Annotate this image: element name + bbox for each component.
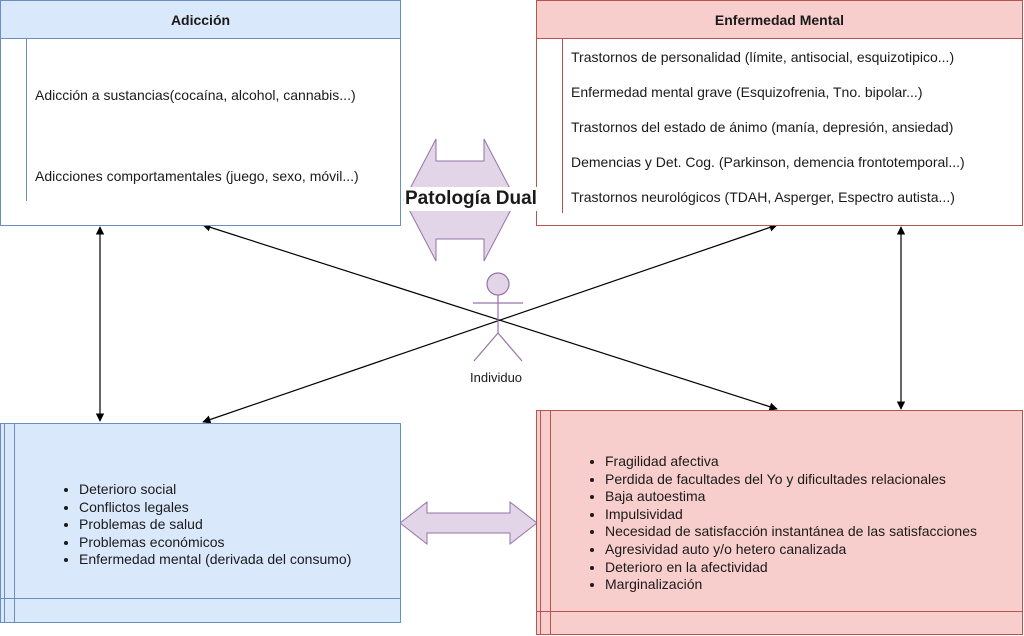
- traits-box: Fragilidad afectiva Perdida de facultade…: [536, 410, 1023, 635]
- addiction-box: Adicción Adicción a sustancias(cocaína, …: [0, 0, 401, 226]
- list-item: Fragilidad afectiva: [605, 453, 977, 471]
- consequences-left-divider-2: [14, 424, 15, 622]
- mental-item-dementia: Demencias y Det. Cog. (Parkinson, demenc…: [571, 154, 965, 170]
- mental-illness-title: Enfermedad Mental: [537, 1, 1022, 39]
- mental-illness-divider: [562, 39, 563, 213]
- individual-actor-icon: [473, 272, 523, 362]
- list-item: Problemas de salud: [79, 516, 351, 534]
- list-item: Perdida de facultades del Yo y dificulta…: [605, 471, 977, 489]
- addiction-divider: [26, 39, 27, 201]
- list-item: Conflictos legales: [79, 499, 351, 517]
- traits-list: Fragilidad afectiva Perdida de facultade…: [585, 453, 977, 594]
- addiction-item-substances: Adicción a sustancias(cocaína, alcohol, …: [35, 87, 356, 103]
- consequences-traits-arrow: [399, 500, 538, 546]
- list-item: Marginalización: [605, 576, 977, 594]
- list-item: Baja autoestima: [605, 488, 977, 506]
- dual-pathology-label: Patología Dual: [404, 187, 538, 211]
- arrow-mental-consequences: [202, 223, 778, 424]
- consequences-box: Deterioro social Conflictos legales Prob…: [0, 423, 401, 623]
- mental-illness-box: Enfermedad Mental Trastornos de personal…: [536, 0, 1023, 226]
- list-item: Enfermedad mental (derivada del consumo): [79, 551, 351, 569]
- traits-bottom-divider: [537, 611, 1022, 612]
- addiction-title: Adicción: [1, 1, 400, 39]
- traits-left-divider-1: [540, 411, 541, 634]
- list-item: Agresividad auto y/o hetero canalizada: [605, 541, 977, 559]
- list-item: Deterioro social: [79, 481, 351, 499]
- list-item: Impulsividad: [605, 506, 977, 524]
- mental-item-mood: Trastornos del estado de ánimo (manía, d…: [571, 119, 954, 135]
- list-item: Necesidad de satisfacción instantánea de…: [605, 523, 977, 541]
- consequences-bottom-divider: [1, 598, 400, 599]
- traits-left-divider-2: [550, 411, 551, 634]
- mental-item-neurological: Trastornos neurológicos (TDAH, Asperger,…: [571, 189, 955, 205]
- consequences-left-divider-1: [4, 424, 5, 622]
- addiction-item-behavioral: Adicciones comportamentales (juego, sexo…: [35, 168, 359, 184]
- list-item: Deterioro en la afectividad: [605, 559, 977, 577]
- individual-label: Individuo: [470, 370, 523, 385]
- mental-item-personality: Trastornos de personalidad (límite, anti…: [571, 49, 955, 65]
- consequences-list: Deterioro social Conflictos legales Prob…: [59, 481, 351, 569]
- mental-item-severe: Enfermedad mental grave (Esquizofrenia, …: [571, 84, 923, 100]
- list-item: Problemas económicos: [79, 534, 351, 552]
